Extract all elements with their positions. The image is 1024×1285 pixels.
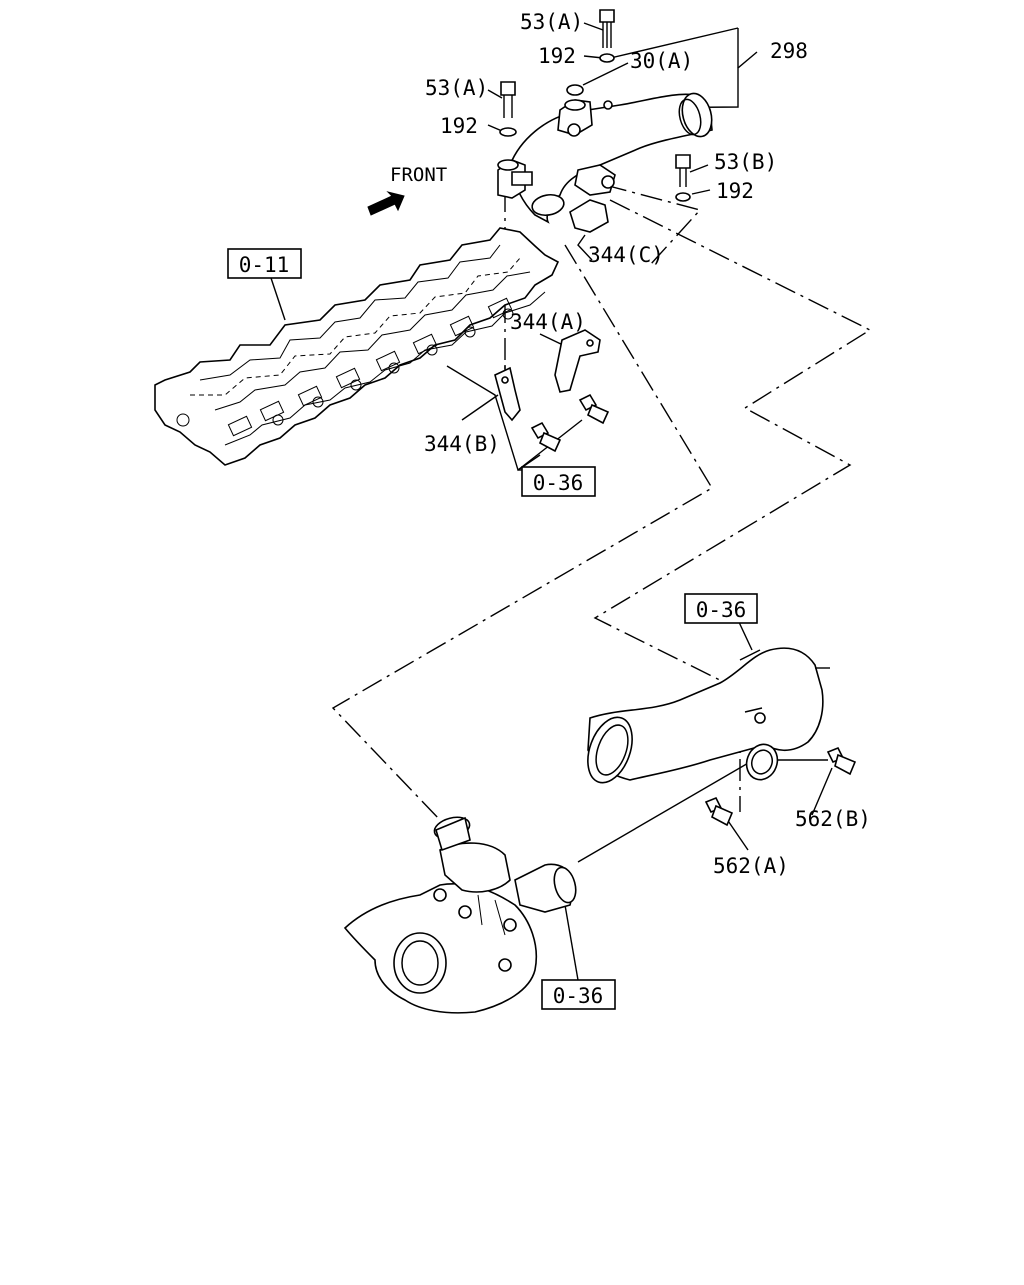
outlet-collar [745,743,779,781]
label-53b: 53(B) [714,150,777,174]
brackets-344 [494,329,610,453]
bolt-53b [675,154,691,187]
intake-ports [176,297,514,437]
ref-box-0-11: 0-11 [227,248,302,279]
label-562a: 562(A) [713,854,789,878]
label-192-left: 192 [440,114,478,138]
intercooler-hose [587,647,857,827]
washer-30a [566,84,584,96]
bolt-53a-top [599,9,615,48]
label-53a-top: 53(A) [520,10,583,34]
ref-0-11-text: 0-11 [239,253,290,277]
ref-0-36-bottom-text: 0-36 [553,984,604,1008]
ref-0-36-mid-text: 0-36 [533,471,584,495]
bracket-344b [494,366,521,422]
label-front: FRONT [390,164,447,186]
bolt-562a [704,796,734,827]
turbocharger [343,816,577,1014]
bolt-036-a [578,393,610,425]
bracket-344a [554,329,601,393]
bolt-036-b [530,421,562,453]
ref-0-36-right-text: 0-36 [696,598,747,622]
part-labels: 53(A) 192 30(A) 298 53(A) 192 53(B) 192 … [390,10,871,878]
label-192-top: 192 [538,44,576,68]
bolt-562b [826,746,857,776]
bolts-and-washers [499,9,691,202]
washer-192-left [499,127,517,137]
label-30a: 30(A) [630,49,693,73]
cylinder-head [154,227,560,466]
label-298: 298 [770,39,808,63]
label-53a-left: 53(A) [425,76,488,100]
label-192-right: 192 [716,179,754,203]
ref-box-0-36-right: 0-36 [684,593,758,624]
front-arrow-icon [367,191,405,216]
label-344a: 344(A) [510,310,586,334]
label-344b: 344(B) [424,432,500,456]
washer-192-right [675,192,691,202]
intake-pipe-298 [497,92,713,233]
bolt-53a-left [500,81,516,118]
label-344c: 344(C) [588,243,664,267]
washer-192-top [599,53,615,63]
leader-lines [269,22,833,981]
ref-box-0-36-mid: 0-36 [521,466,596,497]
ref-box-0-36-bottom: 0-36 [541,979,616,1010]
label-562b: 562(B) [795,807,871,831]
